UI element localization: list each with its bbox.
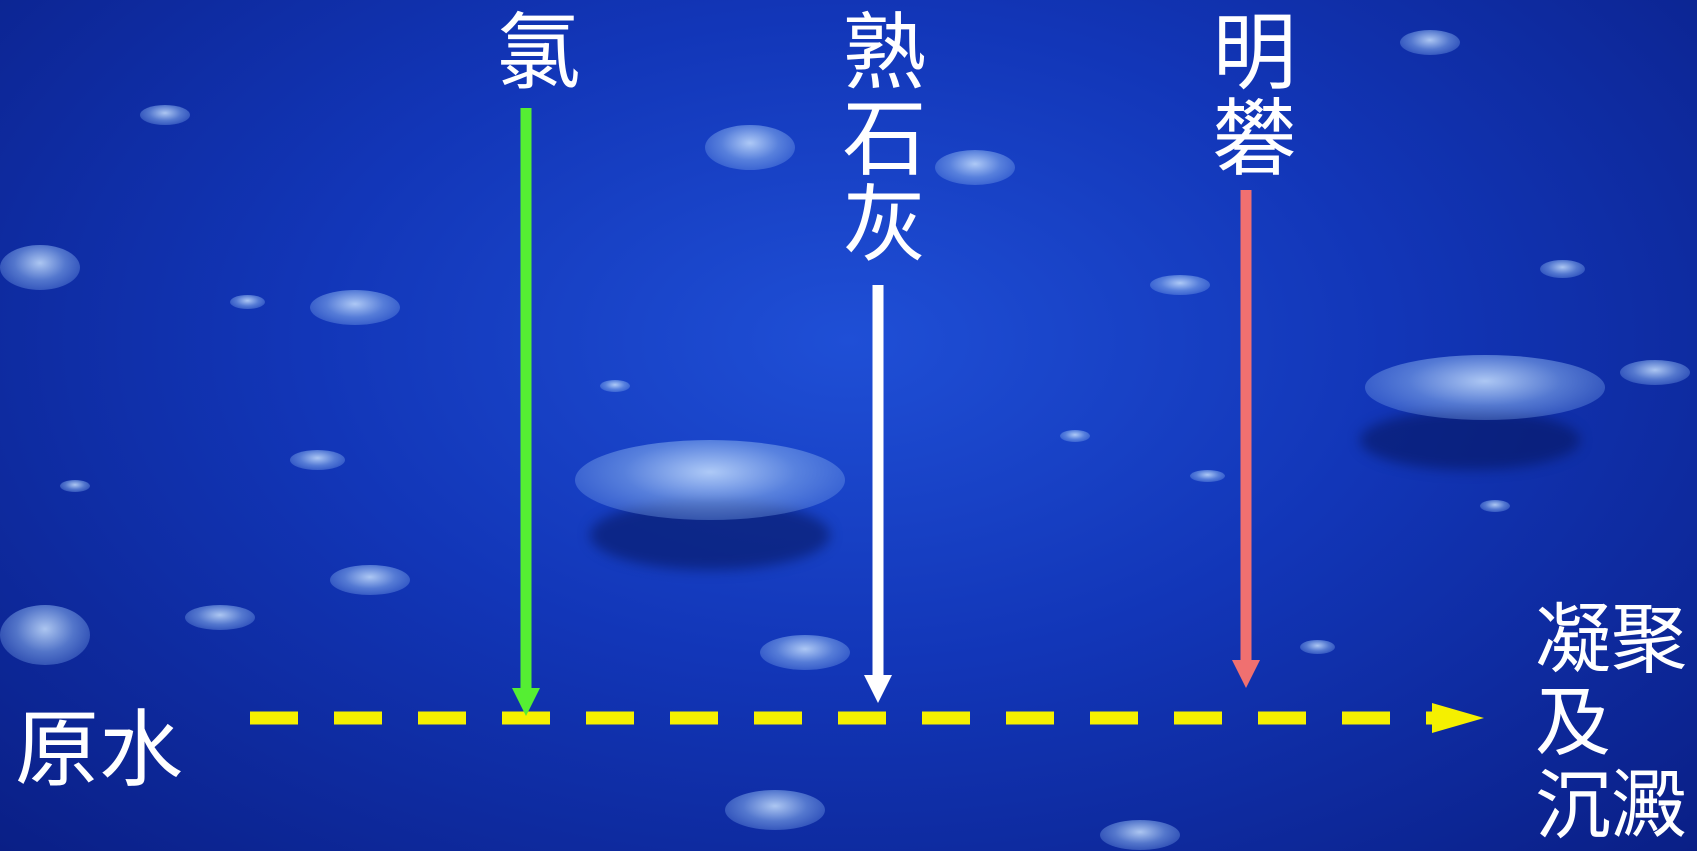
alum-label: 明礬 xyxy=(1199,8,1297,180)
raw-water-label: 原水 xyxy=(15,701,184,799)
slaked-lime-label: 熟石灰 xyxy=(829,8,927,266)
output-label-line1: 凝聚 xyxy=(1535,595,1687,684)
output-label-line2: 及 xyxy=(1535,678,1611,767)
alum-arrowhead xyxy=(1232,660,1260,688)
lime-arrowhead xyxy=(864,675,892,703)
main-flow-arrowhead xyxy=(1432,703,1484,733)
chlorine-label: 氯 xyxy=(483,8,581,94)
output-label-line3: 沉澱 xyxy=(1535,761,1687,850)
chlorine-arrowhead xyxy=(512,688,540,716)
output-label: 凝聚 及 沉澱 xyxy=(1535,598,1687,847)
